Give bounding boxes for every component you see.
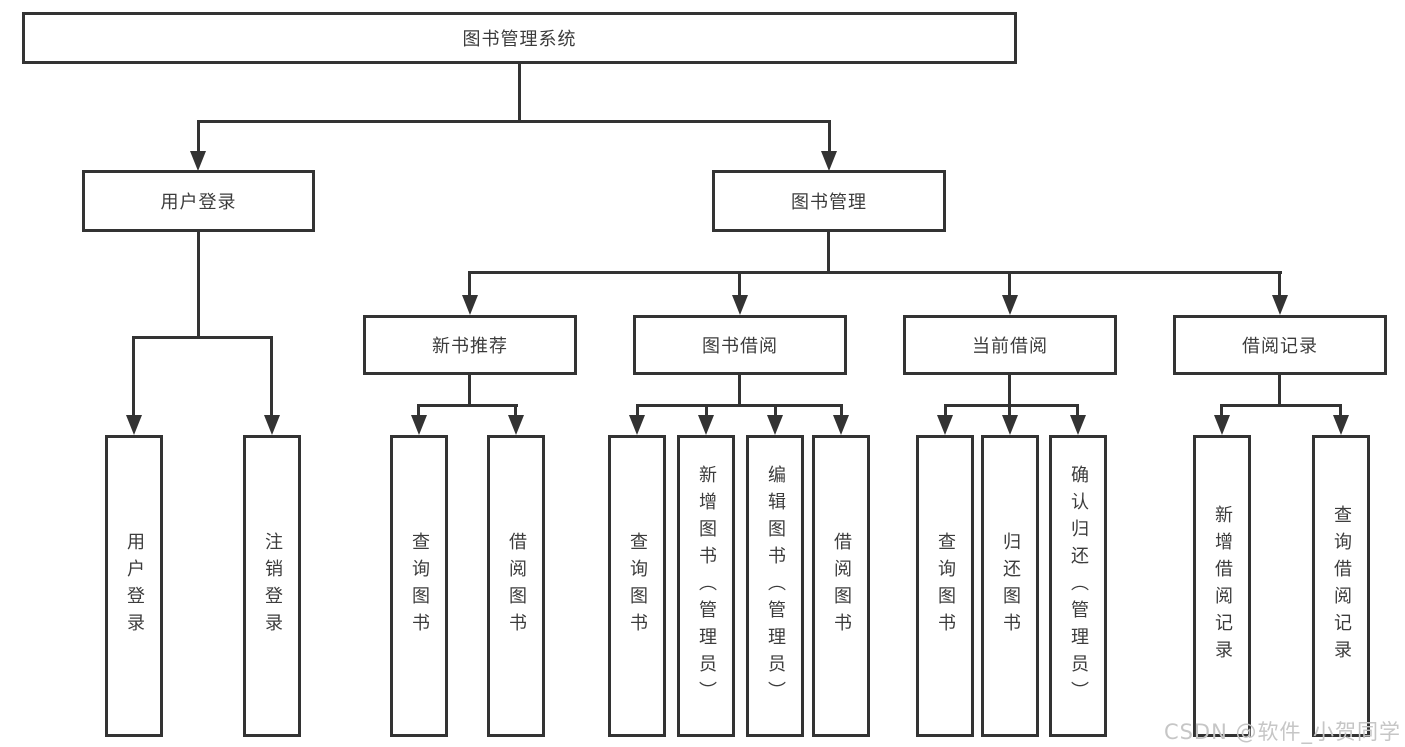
node-label: 新增借阅记录 (1212, 505, 1233, 667)
node-current-borrowing: 当前借阅 (903, 315, 1117, 375)
connector-line (1008, 271, 1011, 297)
arrow-down-icon (629, 415, 645, 435)
node-label: 用户登录 (160, 192, 237, 213)
connector-line (132, 336, 273, 339)
connector-line (197, 120, 831, 123)
arrow-down-icon (1214, 415, 1230, 435)
leaf-query-books-recommend: 查询图书 (390, 435, 448, 737)
connector-line (636, 404, 842, 407)
connector-line (1008, 404, 1011, 417)
connector-line (840, 404, 843, 417)
node-label: 图书借阅 (702, 336, 778, 357)
node-user-login: 用户登录 (82, 170, 315, 232)
leaf-query-books-borrowing: 查询图书 (608, 435, 666, 737)
connector-line (468, 373, 471, 407)
leaf-confirm-return-admin: 确认归还（管理员） (1049, 435, 1107, 737)
arrow-down-icon (767, 415, 783, 435)
connector-line (1278, 271, 1281, 297)
node-label: 查询图书 (627, 532, 648, 640)
connector-line (468, 271, 471, 297)
leaf-borrow-books-borrowing: 借阅图书 (812, 435, 870, 737)
connector-line (132, 336, 135, 418)
node-library-system: 图书管理系统 (22, 12, 1017, 64)
connector-line (636, 404, 639, 417)
leaf-add-borrow-record: 新增借阅记录 (1193, 435, 1251, 737)
leaf-query-borrow-record: 查询借阅记录 (1312, 435, 1370, 737)
arrow-down-icon (508, 415, 524, 435)
connector-line (1220, 404, 1341, 407)
node-label: 归还图书 (1000, 532, 1021, 640)
connector-line (1008, 373, 1011, 407)
connector-line (417, 404, 420, 417)
connector-line (828, 120, 831, 154)
connector-line (1076, 404, 1079, 417)
connector-line (1339, 404, 1342, 417)
arrow-down-icon (462, 295, 478, 315)
connector-line (738, 373, 741, 407)
connector-line (1220, 404, 1223, 417)
node-label: 当前借阅 (972, 336, 1048, 357)
leaf-logout-login: 注销登录 (243, 435, 301, 737)
connector-line (1278, 373, 1281, 407)
arrow-down-icon (1070, 415, 1086, 435)
connector-line (197, 120, 200, 154)
connector-line (738, 271, 741, 297)
node-book-management: 图书管理 (712, 170, 946, 232)
arrow-down-icon (732, 295, 748, 315)
node-book-borrowing: 图书借阅 (633, 315, 847, 375)
connector-line (944, 404, 1079, 407)
node-label: 用户登录 (124, 532, 145, 640)
node-label: 查询借阅记录 (1331, 505, 1352, 667)
node-label: 图书管理 (791, 192, 867, 213)
connector-line (469, 271, 1282, 274)
connector-line (514, 404, 517, 417)
arrow-down-icon (190, 151, 206, 171)
connector-line (518, 64, 521, 122)
connector-line (705, 404, 708, 417)
arrow-down-icon (821, 151, 837, 171)
arrow-down-icon (1333, 415, 1349, 435)
node-label: 确认归还（管理员） (1068, 464, 1089, 708)
leaf-user-login: 用户登录 (105, 435, 163, 737)
arrow-down-icon (1002, 415, 1018, 435)
node-label: 借阅图书 (506, 532, 527, 640)
csdn-watermark: CSDN @软件_小贺同学 (1163, 720, 1401, 744)
arrow-down-icon (937, 415, 953, 435)
arrow-down-icon (411, 415, 427, 435)
node-label: 编辑图书（管理员） (765, 464, 786, 708)
arrow-down-icon (833, 415, 849, 435)
connector-line (827, 232, 830, 274)
arrow-down-icon (1272, 295, 1288, 315)
node-borrow-records: 借阅记录 (1173, 315, 1387, 375)
connector-line (944, 404, 947, 417)
leaf-edit-book-admin: 编辑图书（管理员） (746, 435, 804, 737)
node-label: 借阅记录 (1242, 336, 1318, 357)
leaf-borrow-books-recommend: 借阅图书 (487, 435, 545, 737)
arrow-down-icon (126, 415, 142, 435)
node-label: 借阅图书 (831, 532, 852, 640)
connector-line (197, 232, 200, 338)
node-new-book-recommend: 新书推荐 (363, 315, 577, 375)
node-label: 新增图书（管理员） (696, 464, 717, 708)
arrow-down-icon (698, 415, 714, 435)
connector-line (417, 404, 518, 407)
connector-line (774, 404, 777, 417)
node-label: 查询图书 (409, 532, 430, 640)
connector-line (270, 336, 273, 418)
arrow-down-icon (1002, 295, 1018, 315)
leaf-add-book-admin: 新增图书（管理员） (677, 435, 735, 737)
node-label: 注销登录 (262, 532, 283, 640)
leaf-query-books-current: 查询图书 (916, 435, 974, 737)
arrow-down-icon (264, 415, 280, 435)
leaf-return-book: 归还图书 (981, 435, 1039, 737)
node-label: 查询图书 (935, 532, 956, 640)
node-label: 图书管理系统 (462, 29, 577, 50)
node-label: 新书推荐 (432, 336, 508, 357)
